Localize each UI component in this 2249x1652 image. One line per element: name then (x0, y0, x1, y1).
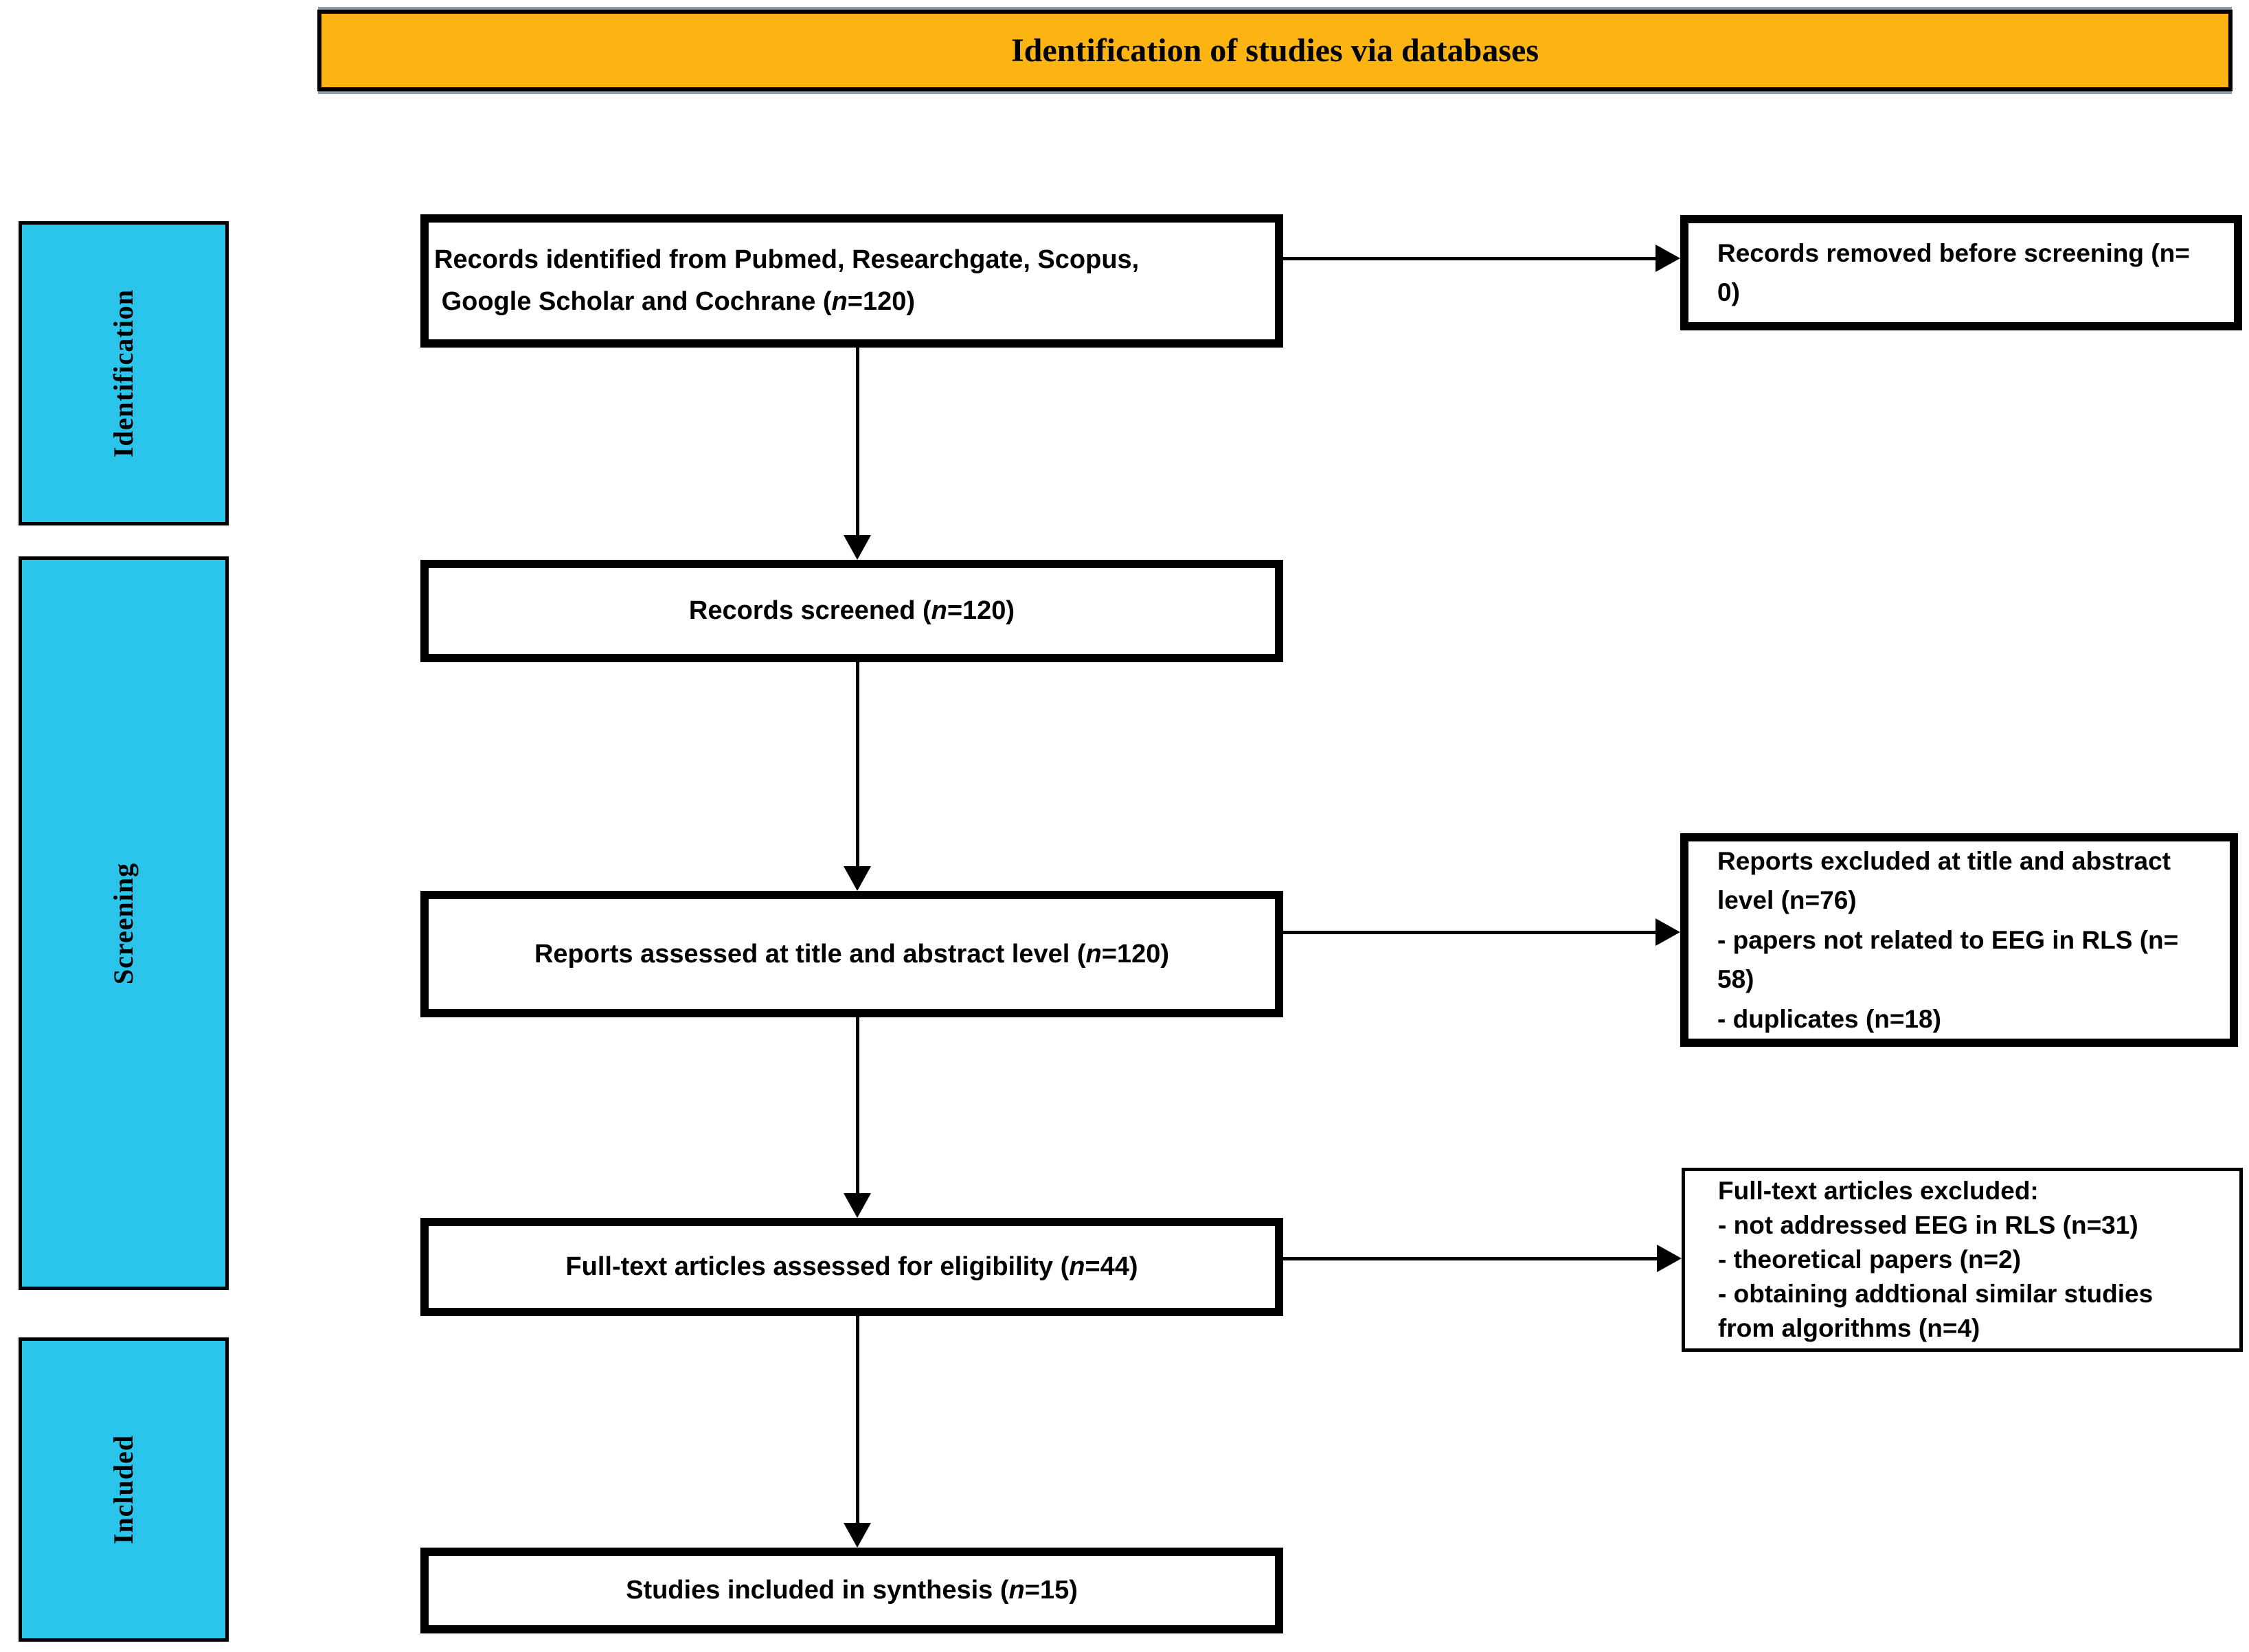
flow-box-records-identified: Records identified from Pubmed, Research… (420, 214, 1283, 348)
arrow-shaft (1282, 1257, 1657, 1260)
arrow-head (1657, 1245, 1682, 1272)
stage-identification-label: Identification (108, 288, 139, 458)
arrow-shaft (1282, 931, 1655, 934)
exclusion-box-fulltext-excluded: Full-text articles excluded: - not addre… (1682, 1168, 2243, 1352)
exclusion-box-reports-excluded-text: Reports excluded at title and abstract l… (1717, 847, 2179, 1033)
stage-screening: Screening (19, 556, 229, 1290)
flow-box-records-screened-text: Records screened (n=120) (688, 596, 1015, 626)
exclusion-box-records-removed-text: Records removed before screening (n= 0) (1717, 238, 2190, 306)
banner-title: Identification of studies via databases (1010, 32, 1539, 69)
flow-box-records-identified-text: Records identified from Pubmed, Research… (434, 245, 1140, 316)
flow-box-reports-assessed-text: Reports assessed at title and abstract l… (534, 939, 1169, 969)
arrow-head (844, 1523, 871, 1548)
arrow-head (1655, 245, 1680, 272)
stage-included-label: Included (108, 1434, 139, 1545)
flow-box-studies-included: Studies included in synthesis (n=15) (420, 1548, 1283, 1633)
arrow-shaft (856, 661, 859, 866)
arrow-shaft (856, 1017, 859, 1193)
flow-box-reports-assessed: Reports assessed at title and abstract l… (420, 891, 1283, 1017)
stage-included: Included (19, 1337, 229, 1642)
arrow-shaft (1282, 257, 1655, 260)
exclusion-box-records-removed: Records removed before screening (n= 0) (1680, 215, 2242, 330)
arrow-shaft (856, 1315, 859, 1523)
flow-box-studies-included-text: Studies included in synthesis (n=15) (626, 1576, 1078, 1605)
stage-screening-label: Screening (108, 862, 139, 984)
exclusion-box-reports-excluded: Reports excluded at title and abstract l… (1680, 833, 2238, 1047)
banner: Identification of studies via databases (317, 10, 2233, 91)
arrow-shaft (856, 348, 859, 535)
arrow-head (844, 866, 871, 891)
arrow-head (844, 535, 871, 560)
flow-box-fulltext-assessed-text: Full-text articles assessed for eligibil… (565, 1252, 1138, 1282)
exclusion-box-fulltext-excluded-text: Full-text articles excluded: - not addre… (1718, 1177, 2154, 1342)
flow-box-fulltext-assessed: Full-text articles assessed for eligibil… (420, 1218, 1283, 1316)
arrow-head (1655, 918, 1680, 946)
flow-box-records-screened: Records screened (n=120) (420, 560, 1283, 662)
arrow-head (844, 1193, 871, 1218)
stage-identification: Identification (19, 221, 229, 525)
